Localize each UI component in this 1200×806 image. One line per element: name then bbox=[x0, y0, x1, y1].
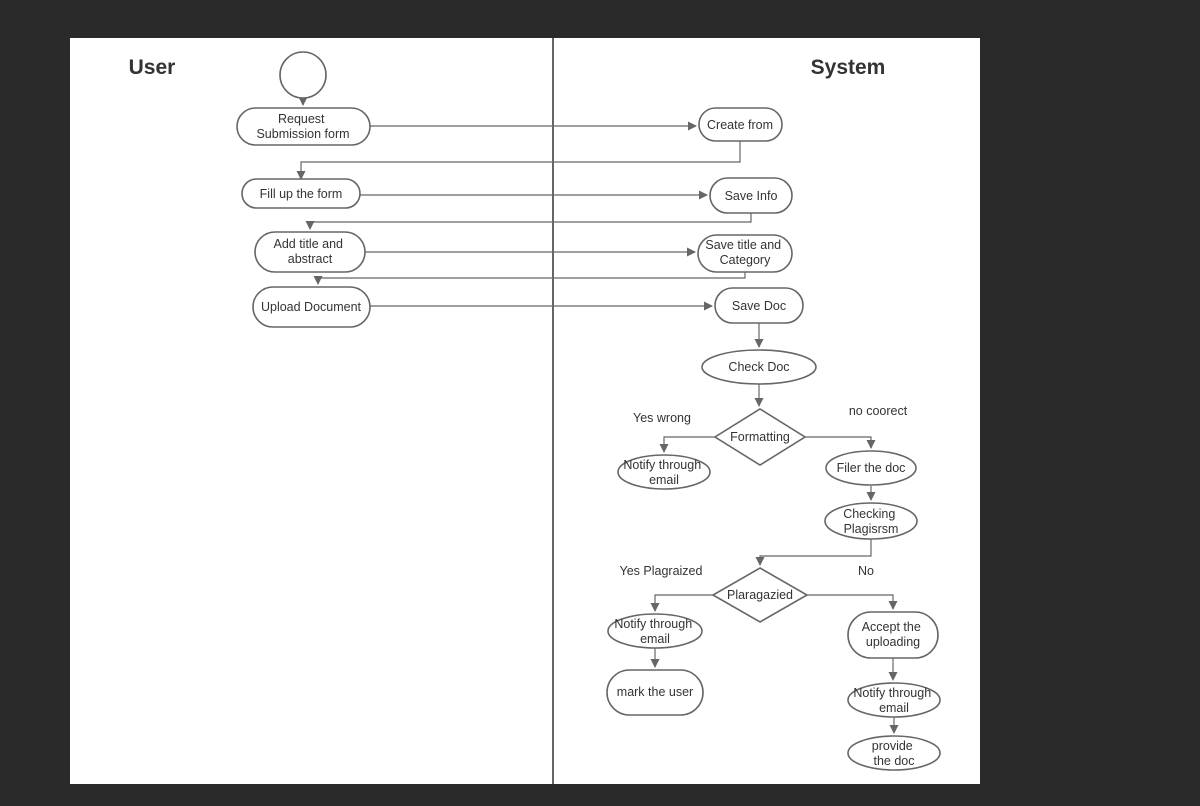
node-filer-the-doc: Filer the doc bbox=[825, 450, 917, 486]
svg-text:Notify through email: Notify through email bbox=[623, 458, 704, 487]
svg-text:Fill up the form: Fill up the form bbox=[260, 187, 343, 201]
svg-text:Notify through email: Notify through email bbox=[853, 686, 934, 715]
edge-formatting-yes-to-notify1 bbox=[659, 436, 715, 453]
node-upload-document: Upload Document bbox=[252, 286, 371, 328]
lane-title-system: System bbox=[811, 56, 886, 79]
svg-text:Check Doc: Check Doc bbox=[728, 360, 789, 374]
svg-text:Add title and abstract: Add title and abstract bbox=[274, 237, 347, 266]
node-save-info: Save Info bbox=[709, 177, 793, 214]
node-provide-the-doc: provide the doc bbox=[847, 735, 941, 771]
svg-text:Create from: Create from bbox=[707, 118, 773, 132]
svg-text:Filer the doc: Filer the doc bbox=[837, 461, 906, 475]
diagram-canvas: User System Yes wrong no coorect Yes Pla… bbox=[70, 38, 980, 784]
edge-plag-yes-to-notify2 bbox=[650, 594, 713, 612]
svg-text:Checking Plagisrsm: Checking Plagisrsm bbox=[843, 507, 899, 536]
svg-text:Upload Document: Upload Document bbox=[261, 300, 362, 314]
edge-formatting-no-to-filer bbox=[805, 436, 876, 449]
edge-plag-no-to-accept bbox=[807, 594, 898, 610]
svg-text:provide the doc: provide the doc bbox=[872, 739, 916, 768]
edge-label-yes-wrong: Yes wrong bbox=[633, 411, 691, 425]
node-formatting-decision: Formatting bbox=[713, 408, 807, 466]
flowchart-svg: User System Yes wrong no coorect Yes Pla… bbox=[129, 38, 941, 784]
edge-saveinfo-to-addtitle bbox=[305, 213, 752, 230]
node-create-form: Create from bbox=[698, 107, 783, 142]
node-plaragazied-decision: Plaragazied bbox=[711, 567, 809, 623]
svg-text:Accept the uploading: Accept the uploading bbox=[862, 620, 925, 649]
svg-text:Save Info: Save Info bbox=[725, 189, 778, 203]
node-notify-through-email-1: Notify through email bbox=[617, 454, 711, 490]
edge-label-no: No bbox=[858, 564, 874, 578]
node-request-submission-form: Request Submission form bbox=[236, 107, 371, 146]
node-start bbox=[279, 51, 327, 99]
node-add-title-and-abstract: Add title and abstract bbox=[254, 231, 366, 273]
edge-label-yes-plagraized: Yes Plagraized bbox=[620, 564, 703, 578]
svg-text:Plaragazied: Plaragazied bbox=[727, 588, 793, 602]
connectors bbox=[296, 97, 899, 734]
edge-savetitle-to-upload bbox=[313, 272, 746, 285]
svg-text:Notify through email: Notify through email bbox=[614, 617, 695, 646]
node-save-title-and-category: Save title and Category bbox=[697, 234, 793, 273]
svg-text:Formatting: Formatting bbox=[730, 430, 790, 444]
node-checking-plagisrsm: Checking Plagisrsm bbox=[824, 502, 918, 540]
svg-text:Save title and Category: Save title and Category bbox=[705, 238, 784, 267]
svg-text:mark the user: mark the user bbox=[617, 685, 693, 699]
node-save-doc: Save Doc bbox=[714, 287, 804, 324]
node-check-doc: Check Doc bbox=[701, 349, 817, 385]
node-mark-the-user: mark the user bbox=[606, 669, 704, 716]
node-accept-the-uploading: Accept the uploading bbox=[847, 611, 939, 659]
svg-text:Save Doc: Save Doc bbox=[732, 299, 786, 313]
edge-label-no-coorect: no coorect bbox=[849, 404, 908, 418]
node-notify-through-email-2: Notify through email bbox=[607, 613, 703, 649]
edge-createform-to-fillform bbox=[296, 141, 741, 180]
node-fill-up-the-form: Fill up the form bbox=[241, 178, 361, 209]
svg-text:Request Submission form: Request Submission form bbox=[256, 112, 349, 141]
edge-checking-to-plaragazied bbox=[755, 539, 872, 566]
lane-title-user: User bbox=[129, 56, 176, 79]
start-circle bbox=[279, 51, 327, 99]
node-notify-through-email-3: Notify through email bbox=[847, 682, 941, 718]
